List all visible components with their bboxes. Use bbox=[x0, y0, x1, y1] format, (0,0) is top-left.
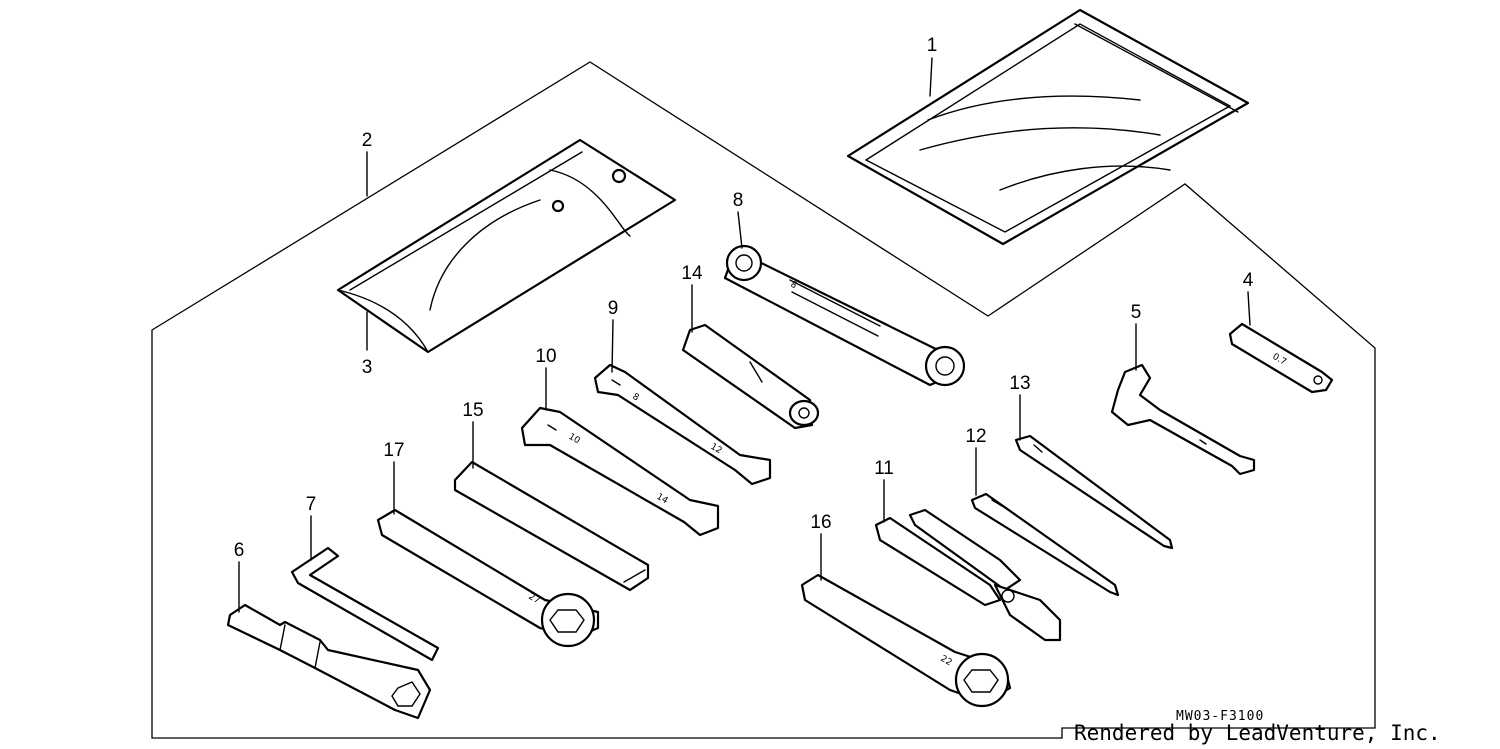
tool-bag bbox=[336, 138, 677, 354]
callout-9: 9 bbox=[608, 298, 619, 319]
callout-8: 8 bbox=[733, 190, 744, 211]
callout-4: 4 bbox=[1243, 270, 1254, 291]
callout-14: 14 bbox=[681, 263, 703, 284]
stamp-wrench-8: 8 bbox=[789, 280, 799, 292]
stamp-wrench-8-open: 8 bbox=[631, 392, 641, 404]
render-credit: Rendered by LeadVenture, Inc. bbox=[1074, 721, 1441, 745]
diagram-code: MW03-F3100 bbox=[1176, 709, 1264, 724]
stamp-box-wrench-22: 22 bbox=[939, 654, 954, 668]
callout-7: 7 bbox=[306, 494, 317, 515]
open-end-wrench-10x14 bbox=[520, 406, 720, 537]
feeler-gauge bbox=[1228, 322, 1334, 394]
callout-17: 17 bbox=[383, 440, 404, 461]
screwdriver-13 bbox=[1014, 434, 1174, 550]
spark-plug-socket bbox=[226, 603, 432, 720]
open-end-wrench-8x12 bbox=[593, 363, 772, 486]
flat-bar-handle bbox=[453, 460, 650, 592]
hex-key bbox=[290, 546, 440, 662]
callout-16: 16 bbox=[810, 512, 831, 533]
callout-3: 3 bbox=[362, 357, 373, 378]
kit-boundary bbox=[151, 61, 1376, 739]
plug-wrench-handle bbox=[681, 323, 820, 430]
box-wrench-27 bbox=[376, 508, 600, 648]
stamp-box-wrench-27: 27 bbox=[527, 592, 542, 606]
callout-5: 5 bbox=[1131, 302, 1142, 323]
stamp-wrench-12: 12 bbox=[709, 442, 724, 456]
callout-11: 11 bbox=[874, 458, 894, 479]
callout-6: 6 bbox=[234, 540, 245, 561]
pin-spanner-wrench bbox=[1110, 363, 1256, 476]
callout-2: 2 bbox=[362, 130, 373, 151]
pliers bbox=[874, 508, 1062, 642]
leader-lines bbox=[238, 57, 1251, 613]
screwdriver-12 bbox=[970, 492, 1120, 597]
callout-15: 15 bbox=[462, 400, 483, 421]
callout-1: 1 bbox=[927, 35, 938, 56]
callout-12: 12 bbox=[965, 426, 986, 447]
callout-10: 10 bbox=[535, 346, 556, 367]
box-wrench-22 bbox=[800, 573, 1012, 708]
ratchet-wrench bbox=[723, 244, 966, 387]
plastic-bag bbox=[846, 8, 1250, 246]
callout-13: 13 bbox=[1009, 373, 1030, 394]
